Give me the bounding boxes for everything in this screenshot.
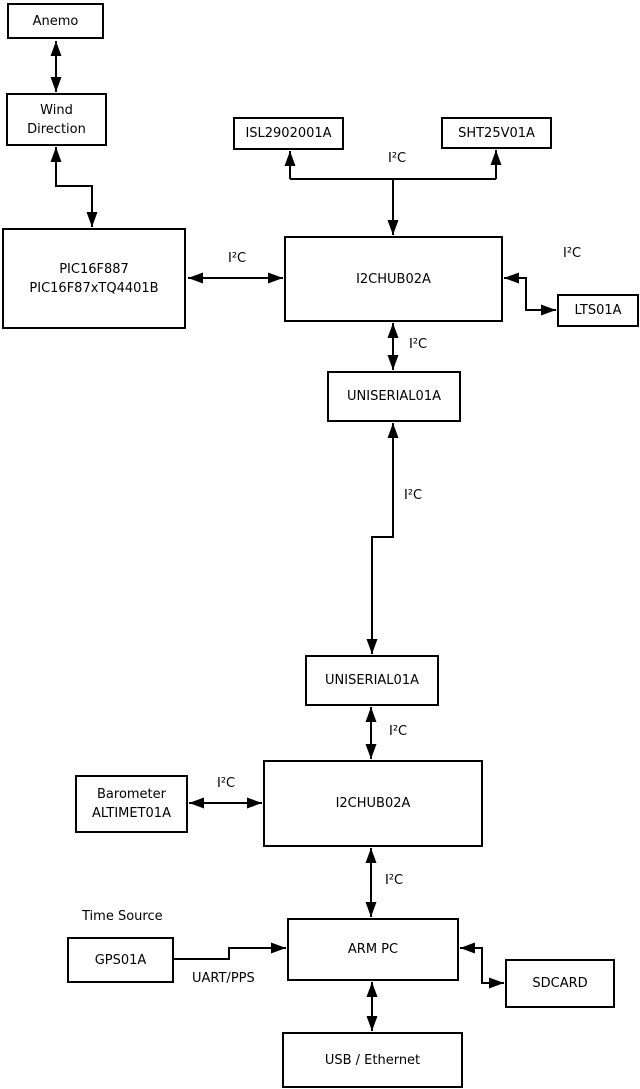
node-wind-direction: Wind Direction <box>6 93 107 146</box>
node-i2c-hub-1: I2CHUB02A <box>284 236 503 322</box>
edge-label-i2c-hub-uniserial: I²C <box>409 337 428 352</box>
node-wind-direction-label: Wind Direction <box>27 102 86 137</box>
edge-label-i2c-pic-hub: I²C <box>228 251 247 266</box>
node-barometer-label: Barometer ALTIMET01A <box>92 787 171 821</box>
edge-label-i2c-hub2-armpc: I²C <box>385 873 404 888</box>
node-lts-temperature-sensor-label: LTS01A <box>574 303 622 318</box>
edge-label-i2c-uniserial-hub2: I²C <box>389 724 408 739</box>
node-pic-microcontroller: PIC16F887 PIC16F87xTQ4401B <box>2 228 186 329</box>
node-lts-temperature-sensor: LTS01A <box>557 294 639 327</box>
node-isl-light-sensor: ISL2902001A <box>233 117 344 150</box>
edge-gps-armpc <box>173 942 286 960</box>
node-anemometer-label: Anemo <box>32 13 79 29</box>
node-isl-light-sensor-label: ISL2902001A <box>245 126 332 141</box>
node-sht-humidity-sensor-label: SHT25V01A <box>458 125 535 141</box>
edge-label-i2c-long-link: I²C <box>404 488 423 503</box>
node-arm-pc-label: ARM PC <box>347 942 399 957</box>
edge-hub1-lts <box>504 272 556 316</box>
edge-armpc-sdcard <box>460 942 504 989</box>
node-i2c-hub-2: I2CHUB02A <box>263 760 483 847</box>
node-uniserial-2-label: UNISERIAL01A <box>325 673 419 688</box>
node-anemometer: Anemo <box>7 3 104 39</box>
node-usb-ethernet-label: USB / Ethernet <box>324 1052 421 1068</box>
node-sdcard: SDCARD <box>505 959 615 1008</box>
node-uniserial-1: UNISERIAL01A <box>327 371 461 422</box>
node-sdcard-label: SDCARD <box>532 976 588 991</box>
edge-label-uart-pps: UART/PPS <box>192 971 255 986</box>
node-sht-humidity-sensor: SHT25V01A <box>441 117 552 149</box>
node-uniserial-2: UNISERIAL01A <box>305 655 439 706</box>
node-arm-pc: ARM PC <box>287 918 459 981</box>
edge-label-i2c-lts: I²C <box>563 246 582 261</box>
node-usb-ethernet: USB / Ethernet <box>282 1032 463 1088</box>
node-gps-label: GPS01A <box>94 952 147 968</box>
edge-label-i2c-barometer: I²C <box>217 776 236 791</box>
edge-label-time-source: Time Source <box>82 909 163 924</box>
node-i2c-hub-2-label: I2CHUB02A <box>335 796 411 811</box>
node-uniserial-1-label: UNISERIAL01A <box>347 389 441 404</box>
node-gps: GPS01A <box>67 937 174 983</box>
edge-wind-pic <box>50 147 98 227</box>
node-barometer: Barometer ALTIMET01A <box>75 775 188 833</box>
edge-label-i2c-top-fan: I²C <box>388 151 407 166</box>
node-i2c-hub-1-label: I2CHUB02A <box>356 271 431 287</box>
node-pic-microcontroller-label: PIC16F887 PIC16F87xTQ4401B <box>29 261 159 296</box>
edge-uniserial1-uniserial2 <box>366 423 399 654</box>
